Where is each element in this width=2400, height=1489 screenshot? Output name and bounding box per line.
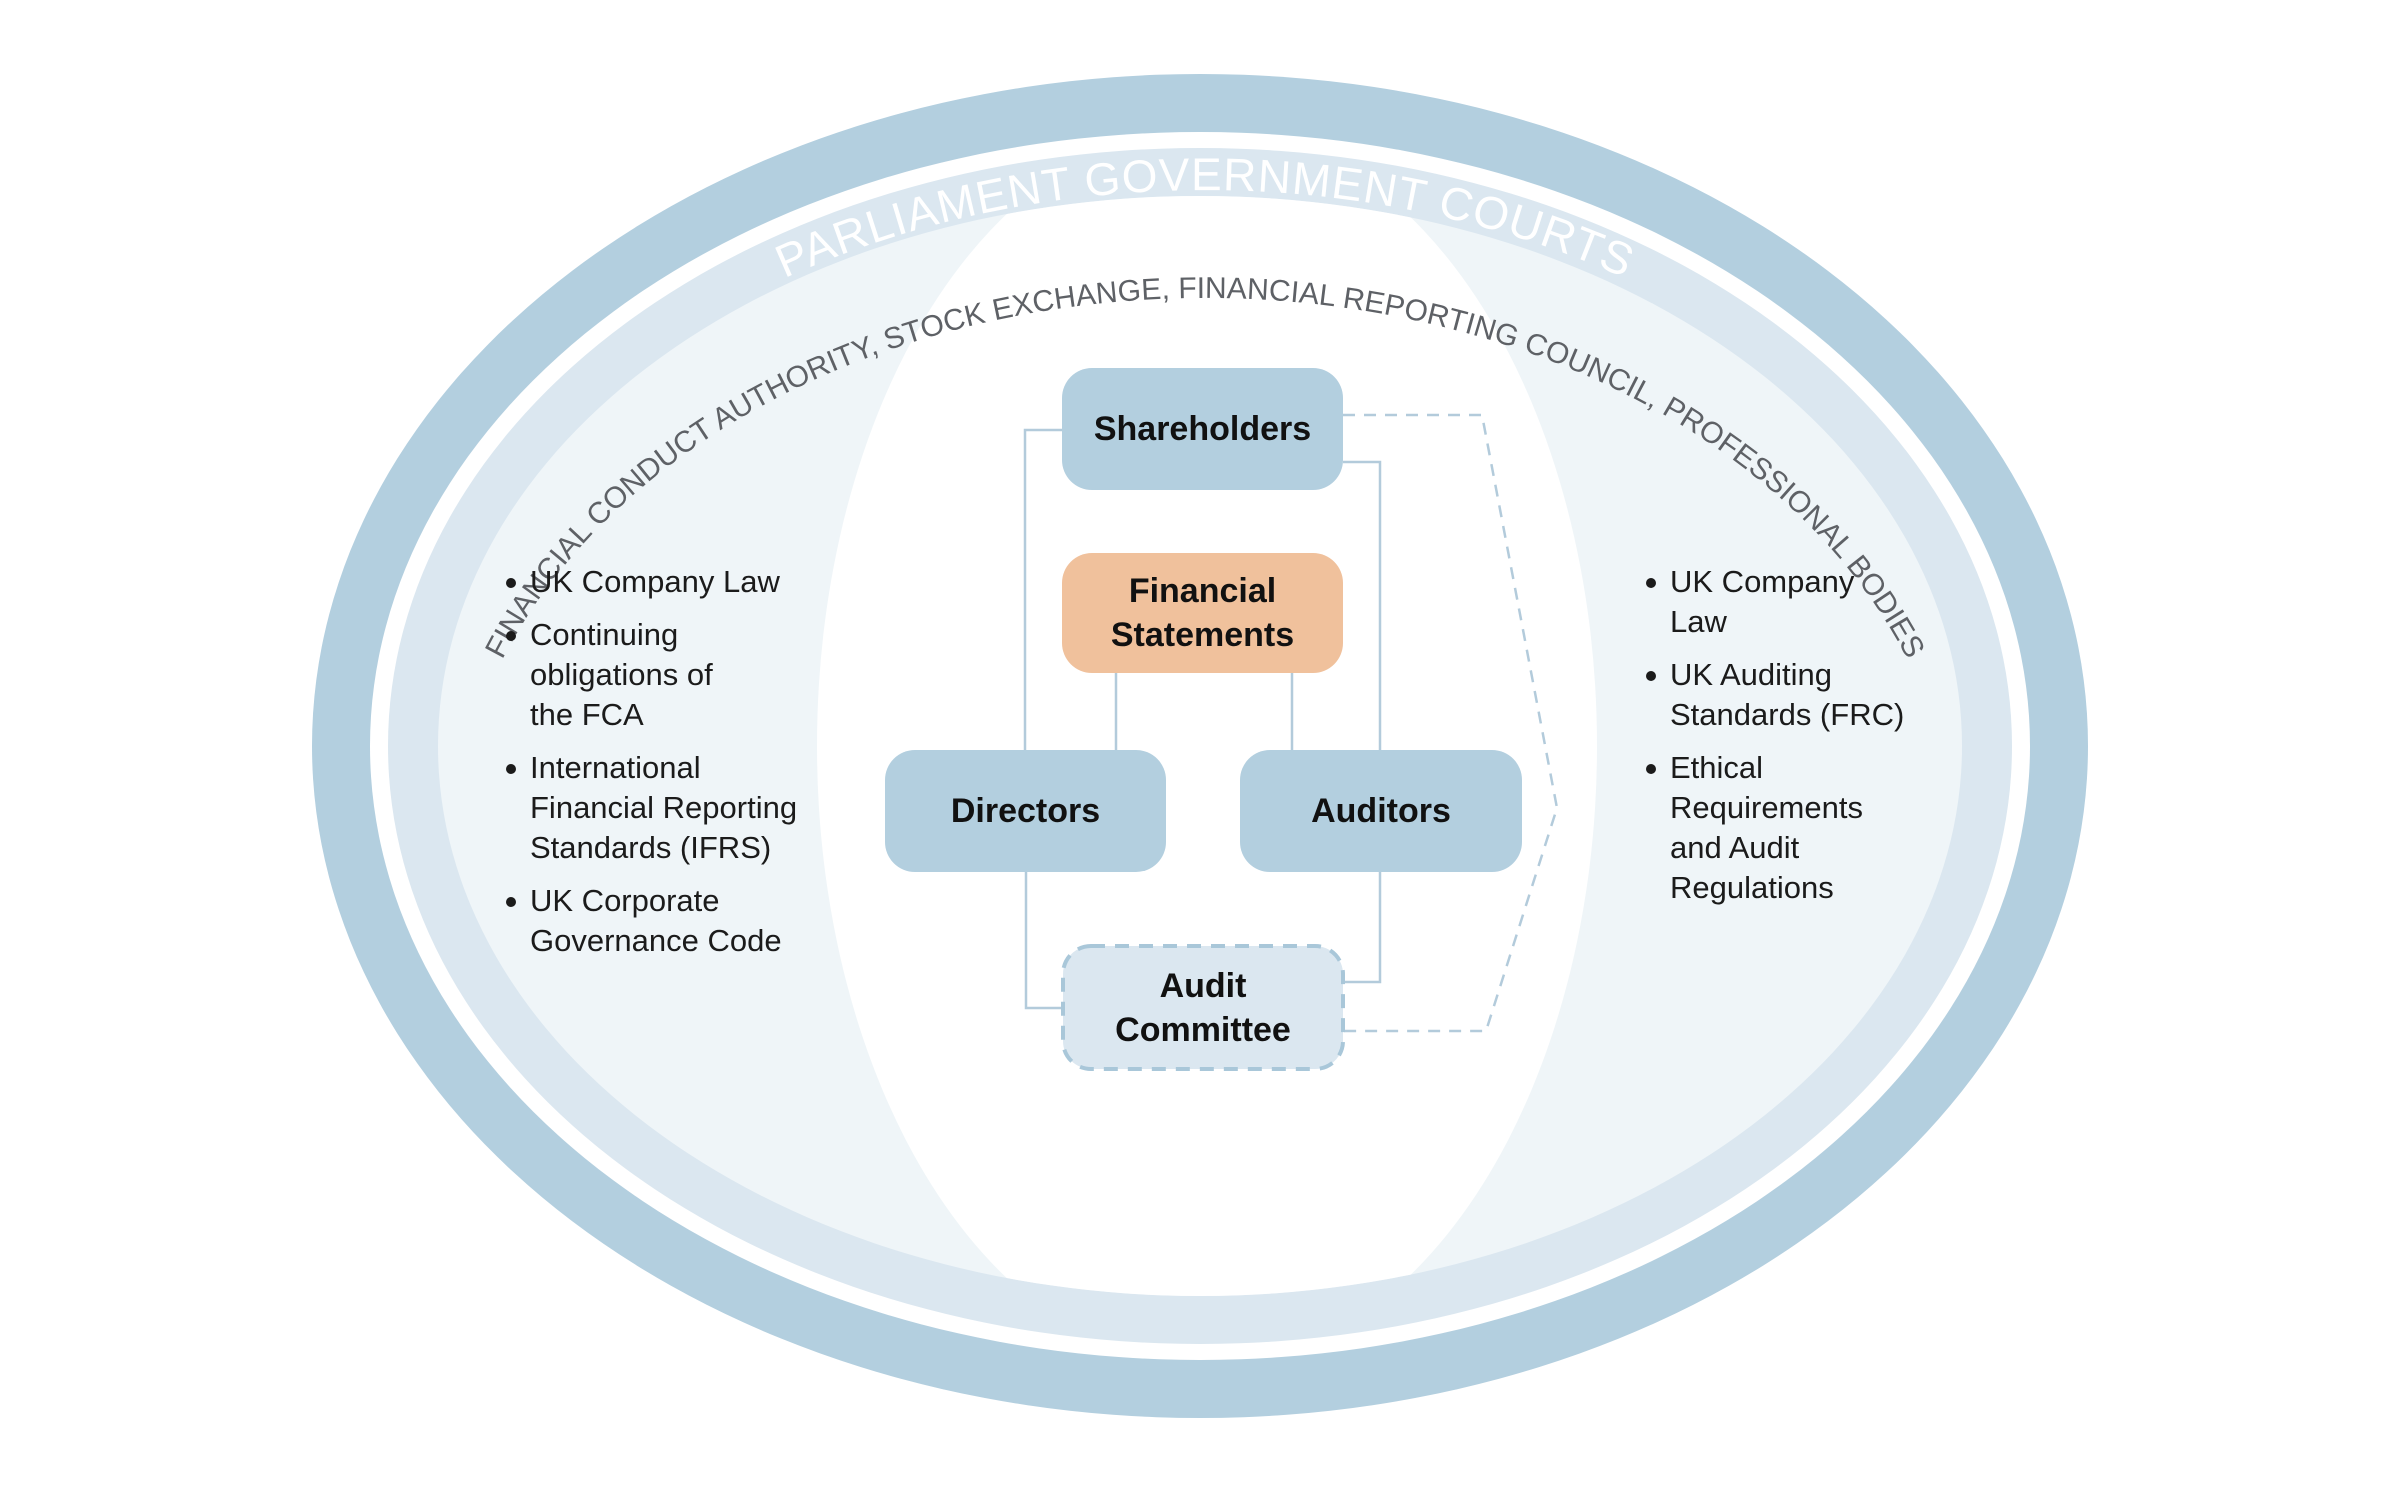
audit-committee-label-line2: Committee <box>1115 1010 1291 1049</box>
audit-committee-node[interactable]: Audit Committee <box>1063 946 1343 1069</box>
connector-directors-audit-committee <box>1024 872 1062 1010</box>
connector-shareholders-directors <box>1023 428 1062 750</box>
list-item: UK Company Law <box>1646 562 1946 642</box>
auditors-node[interactable]: Auditors <box>1240 750 1522 872</box>
right-regulation-list: UK Company Law UK Auditing Standards (FR… <box>1646 562 1946 921</box>
shareholders-label: Shareholders <box>1093 410 1312 448</box>
directors-node[interactable]: Directors <box>885 750 1166 872</box>
left-regulation-list: UK Company Law Continuing obligations of… <box>506 562 836 974</box>
directors-label: Directors <box>950 792 1101 830</box>
financial-statements-label-line2: Statements <box>1110 616 1295 654</box>
list-item: UK Company Law <box>506 562 836 602</box>
center-lens <box>817 196 1597 1296</box>
list-item: Ethical Requirements and Audit Regulatio… <box>1646 748 1946 908</box>
dashed-reporting-link <box>1343 413 1559 1033</box>
auditors-label: Auditors <box>1311 792 1451 830</box>
shareholders-node[interactable]: Shareholders <box>1062 368 1343 490</box>
list-item: Continuing obligations of the FCA <box>506 615 836 735</box>
financial-statements-label-line1: Financial <box>1128 572 1277 610</box>
audit-committee-label-line1: Audit <box>1159 966 1247 1005</box>
financial-statements-node[interactable]: Financial Statements <box>1062 553 1343 673</box>
list-item: UK Auditing Standards (FRC) <box>1646 655 1946 735</box>
connectors <box>1023 428 1382 1010</box>
audit-committee-border <box>1061 944 1345 1071</box>
list-item: UK Corporate Governance Code <box>506 881 836 961</box>
list-item: International Financial Reporting Standa… <box>506 748 836 868</box>
connector-auditors-audit-committee <box>1344 872 1382 984</box>
connector-shareholders-auditors <box>1343 460 1382 750</box>
